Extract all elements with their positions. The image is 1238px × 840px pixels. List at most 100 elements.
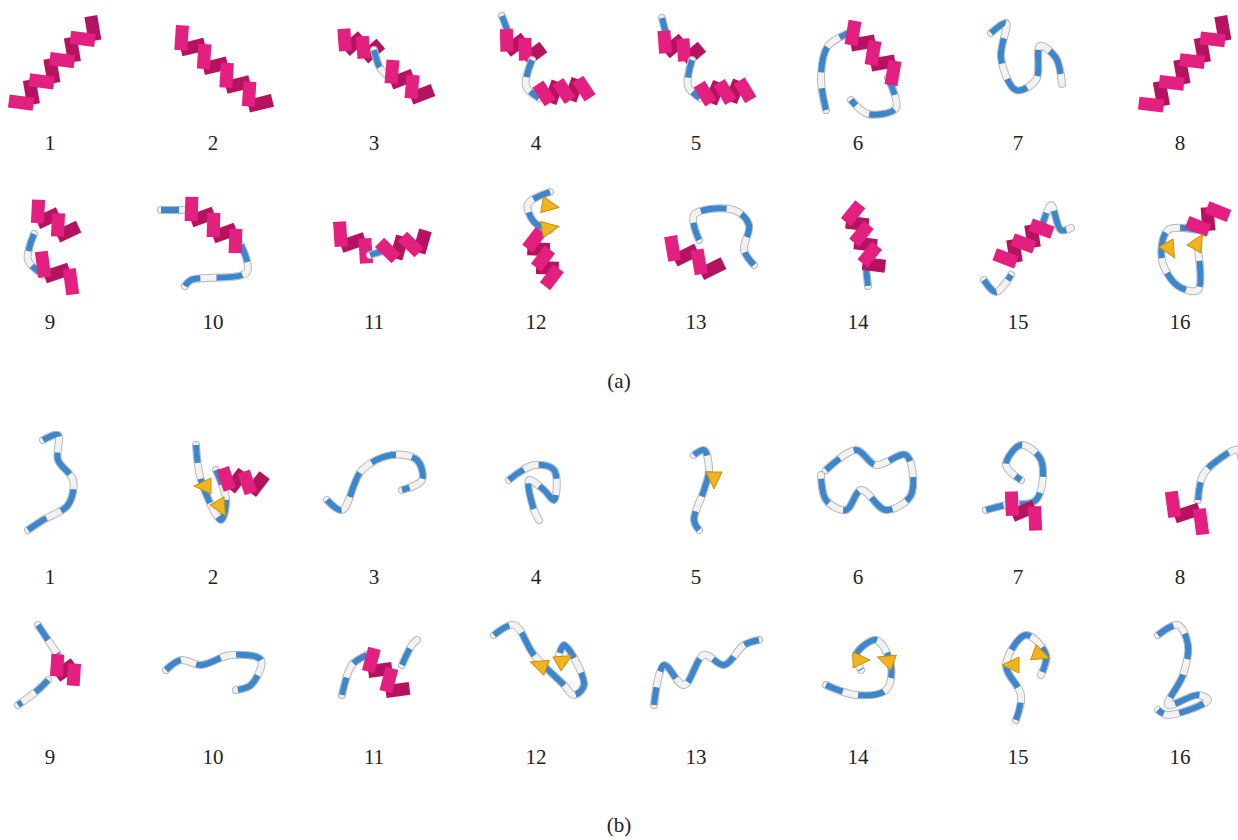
sheet-arrow xyxy=(541,197,561,216)
coil-outline xyxy=(694,450,709,530)
helix-ribbon xyxy=(386,668,392,691)
helix-ribbon xyxy=(203,44,205,69)
helix-ribbon xyxy=(50,59,75,62)
peptide-cartoon xyxy=(194,445,265,520)
helix-ribbon xyxy=(863,246,877,264)
helix-ribbon xyxy=(664,31,666,53)
peptide-cartoon xyxy=(181,25,273,106)
helix-ribbon xyxy=(854,225,868,243)
helix-ribbon xyxy=(538,84,550,103)
structure-number: 1 xyxy=(45,133,56,154)
peptide-cartoon xyxy=(662,18,751,103)
coil xyxy=(826,640,892,695)
helix-ribbon xyxy=(1180,60,1205,63)
helix-ribbon xyxy=(223,468,230,489)
structure-number: 3 xyxy=(369,133,380,154)
helix-ribbon xyxy=(57,213,58,236)
peptide-cartoon xyxy=(1159,207,1229,291)
coil xyxy=(28,435,74,530)
sheet-arrow xyxy=(1002,657,1019,673)
helix-ribbon xyxy=(545,268,559,286)
sheet-arrow xyxy=(528,654,549,675)
structure-number: 2 xyxy=(208,133,219,154)
structure-number: 9 xyxy=(45,312,56,333)
structure-number: 6 xyxy=(853,133,864,154)
structure-number: 16 xyxy=(1170,747,1191,768)
helix-ribbon xyxy=(402,236,419,252)
helix-ribbon xyxy=(1187,222,1209,231)
coil-outline xyxy=(402,640,417,665)
peptide-cartoon xyxy=(986,445,1043,531)
structure-number: 12 xyxy=(526,312,547,333)
coil-segment xyxy=(1006,635,1046,720)
coil-segment xyxy=(1161,228,1200,291)
helix-ribbon xyxy=(37,200,38,223)
structure-number: 16 xyxy=(1170,312,1191,333)
coil-segment xyxy=(654,640,759,705)
peptide-cartoon xyxy=(342,640,417,695)
helix-ribbon xyxy=(1031,225,1053,233)
coil-outline xyxy=(166,655,262,690)
coil-segment xyxy=(694,450,709,530)
coil-outline xyxy=(1161,228,1200,291)
helix-ribbon xyxy=(1159,81,1184,84)
coil-outline xyxy=(28,435,74,530)
peptide-cartoon xyxy=(502,16,590,103)
peptide-cartoon xyxy=(28,435,74,530)
peptide-cartoon xyxy=(984,205,1071,292)
structure-number: 13 xyxy=(686,312,707,333)
coil-outline xyxy=(826,640,892,695)
structure-number: 3 xyxy=(369,567,380,588)
helix-ribbon xyxy=(871,41,875,65)
helix-ribbon xyxy=(1207,207,1229,216)
coil-segment xyxy=(327,455,423,510)
peptide-cartoon xyxy=(9,16,95,104)
helix-ribbon xyxy=(1171,491,1174,517)
helix-ribbon xyxy=(207,213,221,237)
helix-ribbon xyxy=(56,654,57,676)
coil xyxy=(1158,625,1208,715)
peptide-cartoon xyxy=(821,21,897,115)
peptide-cartoon xyxy=(28,200,79,295)
coil-outline xyxy=(984,275,1011,292)
coil-segment xyxy=(509,465,557,520)
coil-segment xyxy=(821,450,913,510)
peptide-cartoon xyxy=(166,655,262,690)
helix-ribbon xyxy=(185,197,199,221)
structure-number: 10 xyxy=(203,747,224,768)
coil-outline xyxy=(654,640,759,705)
panel-label: (b) xyxy=(607,815,632,836)
coil-segment xyxy=(161,207,183,213)
structure-number: 13 xyxy=(686,747,707,768)
peptide-cartoon xyxy=(694,450,722,530)
structure-number: 11 xyxy=(364,747,384,768)
helix-ribbon xyxy=(739,81,751,100)
coil xyxy=(654,640,759,705)
coil xyxy=(866,268,868,286)
sheet-arrow xyxy=(194,478,211,494)
structure-number: 7 xyxy=(1013,133,1024,154)
coil xyxy=(18,680,48,705)
sheet-arrow xyxy=(853,652,870,668)
coil xyxy=(327,455,423,510)
helix-ribbon xyxy=(1035,506,1036,530)
peptide-cartoon xyxy=(509,465,557,520)
coil xyxy=(1161,228,1200,291)
helix-ribbon xyxy=(719,82,731,101)
coil-segment xyxy=(826,640,892,695)
coil-segment xyxy=(1198,450,1238,500)
peptide-cartoon xyxy=(1171,450,1238,535)
structure-number: 11 xyxy=(364,312,384,333)
coil xyxy=(402,640,417,665)
helix-ribbon xyxy=(411,75,413,99)
coil-outline xyxy=(1158,625,1208,715)
coil-outline xyxy=(1198,450,1238,500)
sheet-arrow xyxy=(706,472,722,489)
helix-ribbon xyxy=(368,648,374,671)
structure-number: 5 xyxy=(691,133,702,154)
helix-ribbon xyxy=(558,82,570,101)
helix-ribbon xyxy=(1011,492,1012,516)
helix-ribbon xyxy=(29,80,54,83)
peptide-cartoon xyxy=(161,197,248,286)
